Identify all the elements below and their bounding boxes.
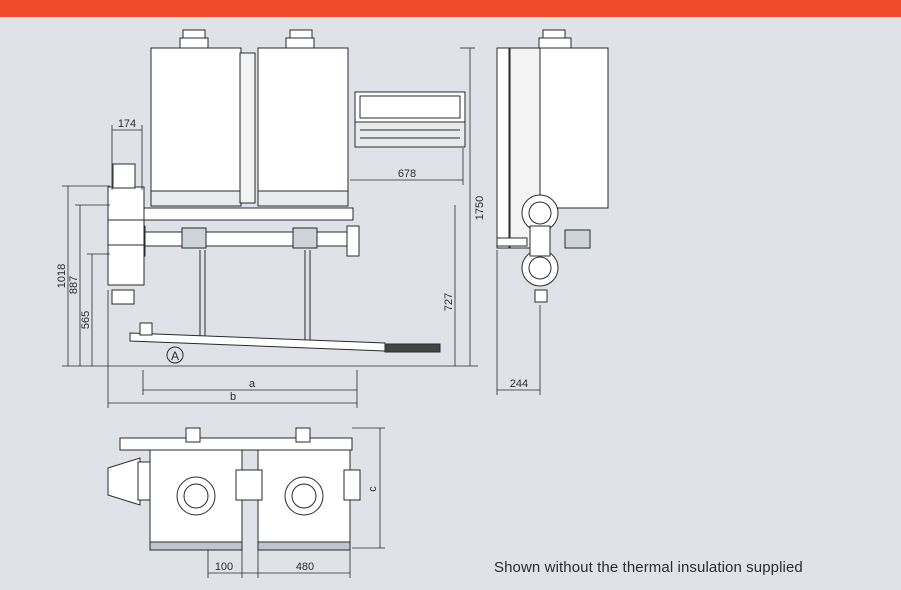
side-view [496,29,609,303]
dim-1018: 1018 [56,264,68,288]
condensate-pipe [129,322,441,353]
front-view [107,29,466,353]
dim-565: 565 [80,311,92,329]
dim-b: b [230,391,236,403]
front-dimension-labels: 174 678 1750 727 1018 887 565 a b [56,118,486,403]
dim-727: 727 [443,293,455,311]
dim-887: 887 [68,276,80,294]
dim-c: c [367,486,379,492]
header-accent-bar [0,0,901,17]
control-panel-box [354,91,466,148]
dim-480: 480 [296,561,314,573]
plan-dimension-labels: c 100 480 [215,486,379,573]
hydraulic-separator [107,163,145,305]
boiler-unit-right [257,29,349,207]
dim-1750: 1750 [474,196,486,220]
boiler-unit-left [150,29,256,207]
marker-a: A [166,346,184,364]
dim-244: 244 [510,378,528,390]
plan-flues [176,476,324,516]
dim-a: a [249,378,256,390]
dim-678: 678 [398,168,416,180]
marker-a-label: A [171,349,179,363]
plan-dimensions [207,427,385,578]
insulation-note: Shown without the thermal insulation sup… [494,559,803,576]
header-pipework [134,207,360,257]
dim-100: 100 [215,561,233,573]
front-dimensions [62,47,478,408]
side-dimensions [496,250,541,395]
dim-174: 174 [118,118,136,130]
